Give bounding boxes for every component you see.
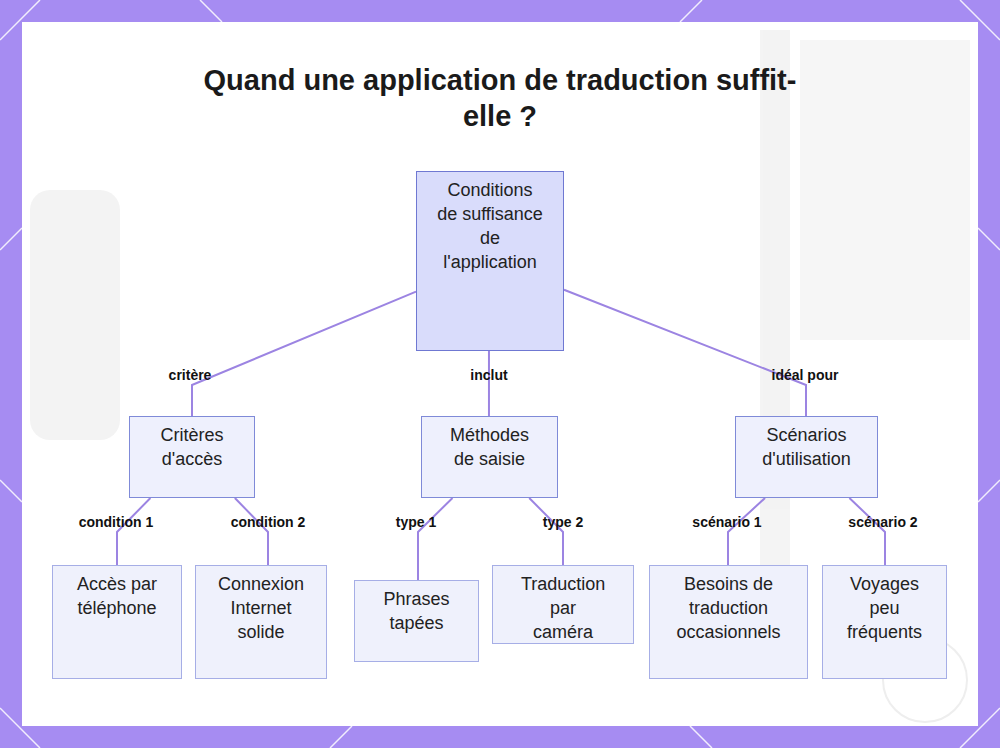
leaf-box: Phrases tapées — [354, 580, 479, 662]
connector-line — [235, 498, 268, 565]
leaf-box: Traduction par caméra — [492, 565, 634, 644]
panel — [22, 22, 978, 726]
node-label: Scénarios d'utilisation — [746, 423, 867, 471]
category-box: Critères d'accès — [129, 416, 255, 498]
node-label: Connexion Internet solide — [210, 572, 312, 644]
node-label: Phrases tapées — [371, 587, 462, 635]
edge-label: scénario 2 — [848, 514, 917, 530]
node-label: Voyages peu fréquents — [839, 572, 930, 644]
node-label: Méthodes de saisie — [440, 423, 539, 471]
connector-line — [117, 498, 150, 565]
category-box: Méthodes de saisie — [421, 416, 558, 498]
node-label: Accès par téléphone — [65, 572, 169, 620]
edge-label: inclut — [470, 367, 507, 383]
node-label: Traduction par caméra — [521, 572, 605, 644]
connector-line — [849, 498, 885, 565]
leaf-box: Connexion Internet solide — [195, 565, 327, 679]
edge-label: type 1 — [396, 514, 436, 530]
edge-label: type 2 — [543, 514, 583, 530]
diagram-title: Quand une application de traduction suff… — [200, 62, 800, 134]
node-label: Critères d'accès — [140, 423, 244, 471]
node-label: Conditions de suffisance de l'applicatio… — [437, 178, 543, 274]
edge-label: critère — [169, 367, 212, 383]
category-box: Scénarios d'utilisation — [735, 416, 878, 498]
blurred-backdrop — [30, 30, 970, 590]
edge-label: idéal pour — [772, 367, 839, 383]
connector-line — [728, 498, 765, 565]
connector-line — [488, 351, 490, 416]
edge-label: scénario 1 — [692, 514, 761, 530]
connector-line — [418, 498, 453, 580]
connector-line — [564, 290, 806, 416]
leaf-box: Accès par téléphone — [52, 565, 182, 679]
connector-line — [529, 498, 563, 565]
edge-label: condition 2 — [231, 514, 306, 530]
edge-label: condition 1 — [79, 514, 154, 530]
leaf-box: Besoins de traduction occasionnels — [649, 565, 808, 679]
leaf-box: Voyages peu fréquents — [822, 565, 947, 679]
node-label: Besoins de traduction occasionnels — [664, 572, 793, 644]
root-box: Conditions de suffisance de l'applicatio… — [416, 171, 564, 351]
connector-line — [192, 292, 416, 416]
